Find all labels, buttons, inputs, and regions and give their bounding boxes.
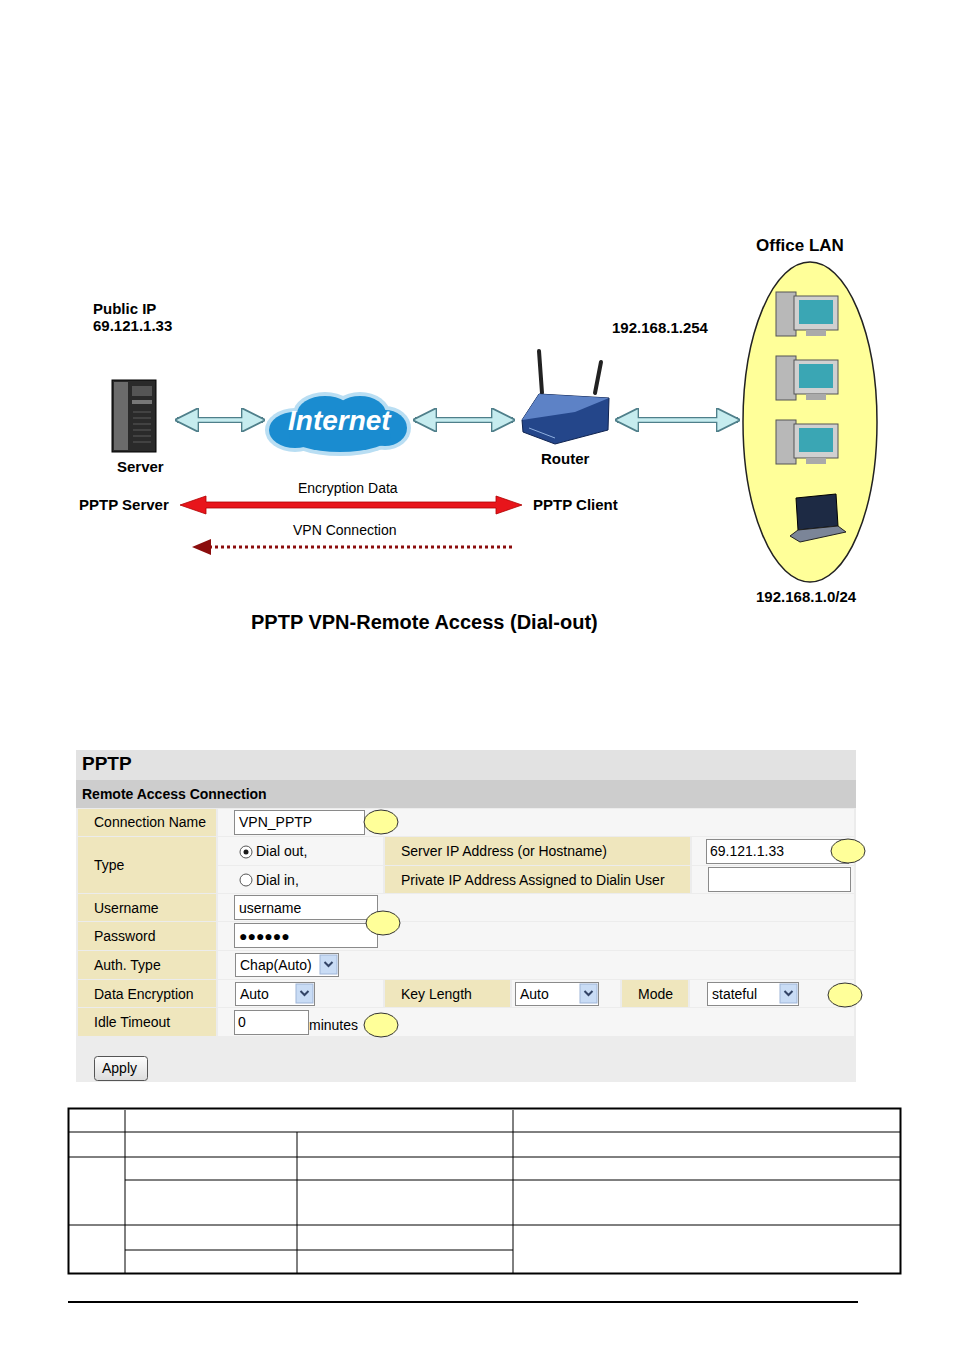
form-heading: PPTP bbox=[82, 753, 132, 775]
form-text: minutes bbox=[309, 1017, 358, 1033]
node-text: Server bbox=[117, 458, 164, 475]
diagram-caption: PPTP VPN-Remote Access (Dial-out) bbox=[251, 611, 598, 634]
vpn-arrow bbox=[192, 539, 512, 555]
form-panel bbox=[76, 750, 856, 1082]
form-text: Auto bbox=[240, 986, 269, 1002]
form-text: 0 bbox=[238, 1014, 246, 1030]
form-text: username bbox=[239, 900, 301, 916]
node-text: 192.168.1.0/24 bbox=[756, 588, 856, 605]
office-lan-shape bbox=[740, 236, 880, 608]
form-heading: Remote Access Connection bbox=[82, 786, 267, 802]
form-text: Idle Timeout bbox=[94, 1014, 170, 1030]
form-text: Password bbox=[94, 928, 155, 944]
link-arrow bbox=[617, 417, 738, 423]
node-text: Internet bbox=[288, 405, 391, 437]
server-node: Server bbox=[105, 378, 175, 480]
encryption-arrow bbox=[180, 496, 522, 514]
link-arrow bbox=[415, 417, 513, 423]
form-text: 69.121.1.33 bbox=[710, 843, 784, 859]
router-node: Router bbox=[515, 348, 615, 470]
form-text: Dial in, bbox=[256, 872, 299, 888]
diagram-label: Encryption Data bbox=[298, 480, 398, 496]
internet-cloud: Internet bbox=[265, 388, 413, 458]
node-text: Router bbox=[541, 450, 589, 467]
footer-rule bbox=[68, 1301, 858, 1303]
form-text: Auth. Type bbox=[94, 957, 161, 973]
node-text: Office LAN bbox=[756, 236, 844, 256]
form-text: Server IP Address (or Hostname) bbox=[401, 843, 607, 859]
diagram-label: Public IP 69.121.1.33 bbox=[93, 300, 188, 335]
link-arrow-fill bbox=[637, 418, 718, 422]
form-text: Auto bbox=[520, 986, 549, 1002]
form-text: Type bbox=[94, 857, 124, 873]
form-text: Key Length bbox=[401, 986, 472, 1002]
form-text: Dial out, bbox=[256, 843, 307, 859]
diagram-label: PPTP Client bbox=[533, 496, 618, 513]
form-text: stateful bbox=[712, 986, 757, 1002]
callout-circle bbox=[364, 810, 865, 1037]
form-text: Connection Name bbox=[94, 814, 206, 830]
form-text: Mode bbox=[638, 986, 673, 1002]
form-text: Chap(Auto) bbox=[240, 957, 312, 973]
link-arrow bbox=[177, 417, 263, 423]
diagram-label: VPN Connection bbox=[293, 522, 397, 538]
form-text: Username bbox=[94, 900, 159, 916]
form-text: Private IP Address Assigned to Dialin Us… bbox=[401, 872, 665, 888]
form-text: Apply bbox=[102, 1060, 137, 1076]
diagram-label: 192.168.1.254 bbox=[612, 319, 708, 336]
form-text: ●●●●●● bbox=[239, 928, 290, 944]
link-arrow-fill bbox=[435, 418, 493, 422]
form-text: Data Encryption bbox=[94, 986, 194, 1002]
link-arrow-fill bbox=[197, 418, 243, 422]
diagram-label: PPTP Server bbox=[79, 496, 169, 513]
form-text: VPN_PPTP bbox=[239, 814, 312, 830]
empty-table bbox=[69, 1109, 901, 1274]
office-lan: Office LAN 192.168.1.0/24 bbox=[740, 236, 880, 608]
